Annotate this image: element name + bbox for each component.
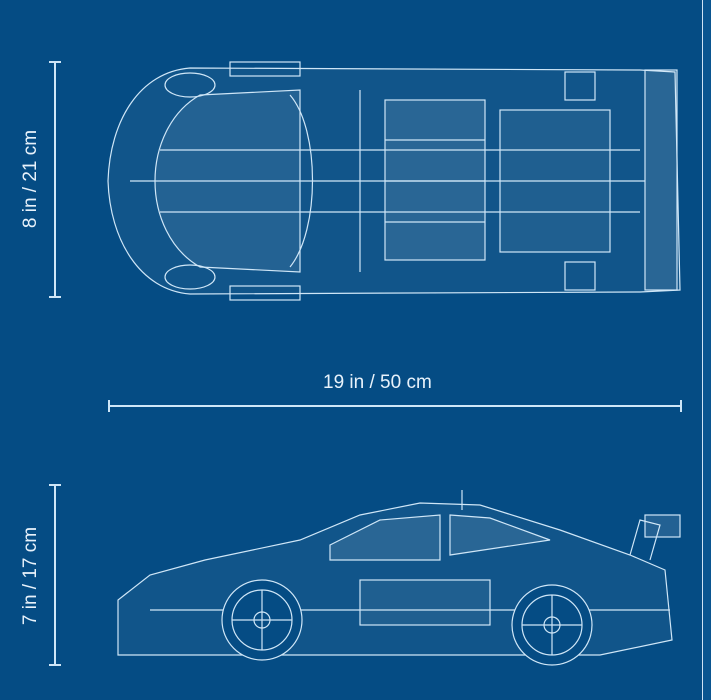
height-dimension-line — [49, 484, 61, 666]
car-top-view — [107, 61, 681, 301]
side-window — [329, 514, 441, 561]
width-dimension-label: 8 in / 21 cm — [20, 129, 42, 229]
rear-wing — [644, 69, 678, 291]
height-dimension-label: 7 in / 17 cm — [20, 526, 42, 626]
rear-wheel — [511, 584, 593, 666]
car-side-view — [117, 490, 681, 666]
rear-wing — [644, 514, 681, 538]
front-wheel — [221, 579, 303, 661]
length-dimension-line — [108, 400, 682, 412]
length-dimension-label: 19 in / 50 cm — [323, 372, 432, 393]
right-border — [702, 0, 711, 700]
width-dimension-line — [49, 61, 61, 298]
rear-window — [449, 514, 551, 556]
